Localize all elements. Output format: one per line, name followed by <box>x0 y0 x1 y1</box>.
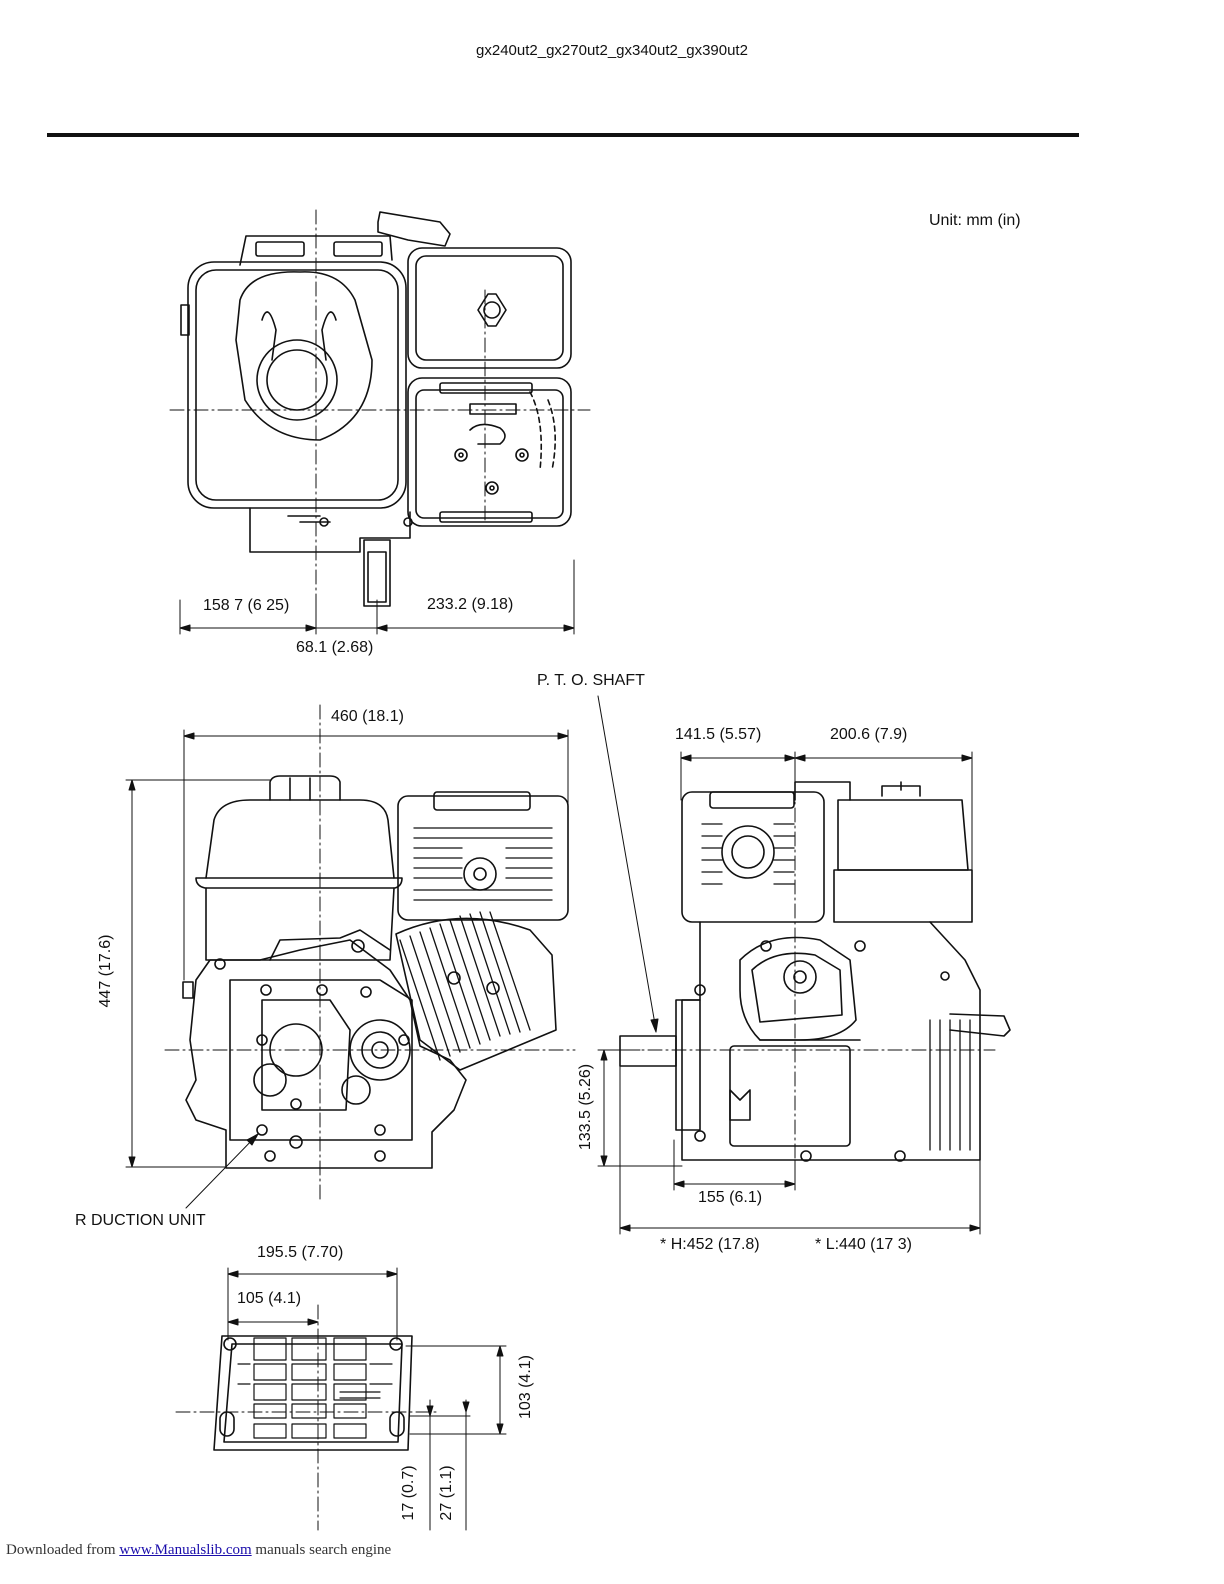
side-dim-l-value: L:440 (17 3) <box>825 1236 912 1253</box>
side-dim-height: 133.5 (5.26) <box>577 1063 594 1151</box>
side-dim-right: 200.6 (7.9) <box>830 726 908 743</box>
side-dim-h-value: H:452 (17.8) <box>670 1236 760 1253</box>
footer-prefix: Downloaded from <box>6 1542 116 1558</box>
base-dim-b: 27 (1.1) <box>438 1465 455 1521</box>
top-dim-left: 158 7 (6 25) <box>203 597 290 614</box>
side-dim-left: 141.5 (5.57) <box>675 726 762 743</box>
side-view-dimensions <box>597 695 981 1235</box>
side-dim-base: 155 (6.1) <box>698 1189 763 1206</box>
base-view-drawing <box>175 1304 441 1531</box>
document-title: gx240ut2_gx270ut2_gx340ut2_gx390ut2 <box>476 42 748 59</box>
header-rule <box>47 133 1079 137</box>
front-view-drawing <box>164 704 576 1201</box>
front-view-dimensions <box>125 729 569 1209</box>
base-dim-width: 195.5 (7.70) <box>257 1244 344 1261</box>
base-dim-depth: 103 (4.1) <box>517 1354 534 1420</box>
footer: Downloaded from www.Manualslib.com manua… <box>6 1542 391 1559</box>
front-dim-width: 460 (18.1) <box>331 708 404 725</box>
asterisk-l: * <box>815 1236 822 1253</box>
side-view-drawing <box>599 759 1011 1181</box>
side-dim-l: * L:440 (17 3) <box>815 1236 912 1254</box>
side-dim-h: * H:452 (17.8) <box>660 1236 760 1254</box>
manualslib-link[interactable]: www.Manualslib.com <box>119 1542 252 1558</box>
base-view-dimensions <box>227 1267 507 1531</box>
top-dim-right: 233.2 (9.18) <box>427 596 514 613</box>
base-dim-a: 17 (0.7) <box>400 1465 417 1521</box>
top-dim-offset: 68.1 (2.68) <box>296 639 374 656</box>
front-dim-height: 447 (17.6) <box>97 934 114 1008</box>
footer-suffix: manuals search engine <box>255 1542 392 1558</box>
asterisk-h: * <box>660 1236 667 1253</box>
top-view-dimensions <box>179 559 575 635</box>
top-view-drawing <box>169 209 591 626</box>
reduction-unit-callout: R DUCTION UNIT <box>75 1212 206 1229</box>
unit-label: Unit: mm (in) <box>929 212 1021 229</box>
base-dim-holes: 105 (4.1) <box>237 1290 302 1307</box>
pto-shaft-callout: P. T. O. SHAFT <box>537 672 645 689</box>
